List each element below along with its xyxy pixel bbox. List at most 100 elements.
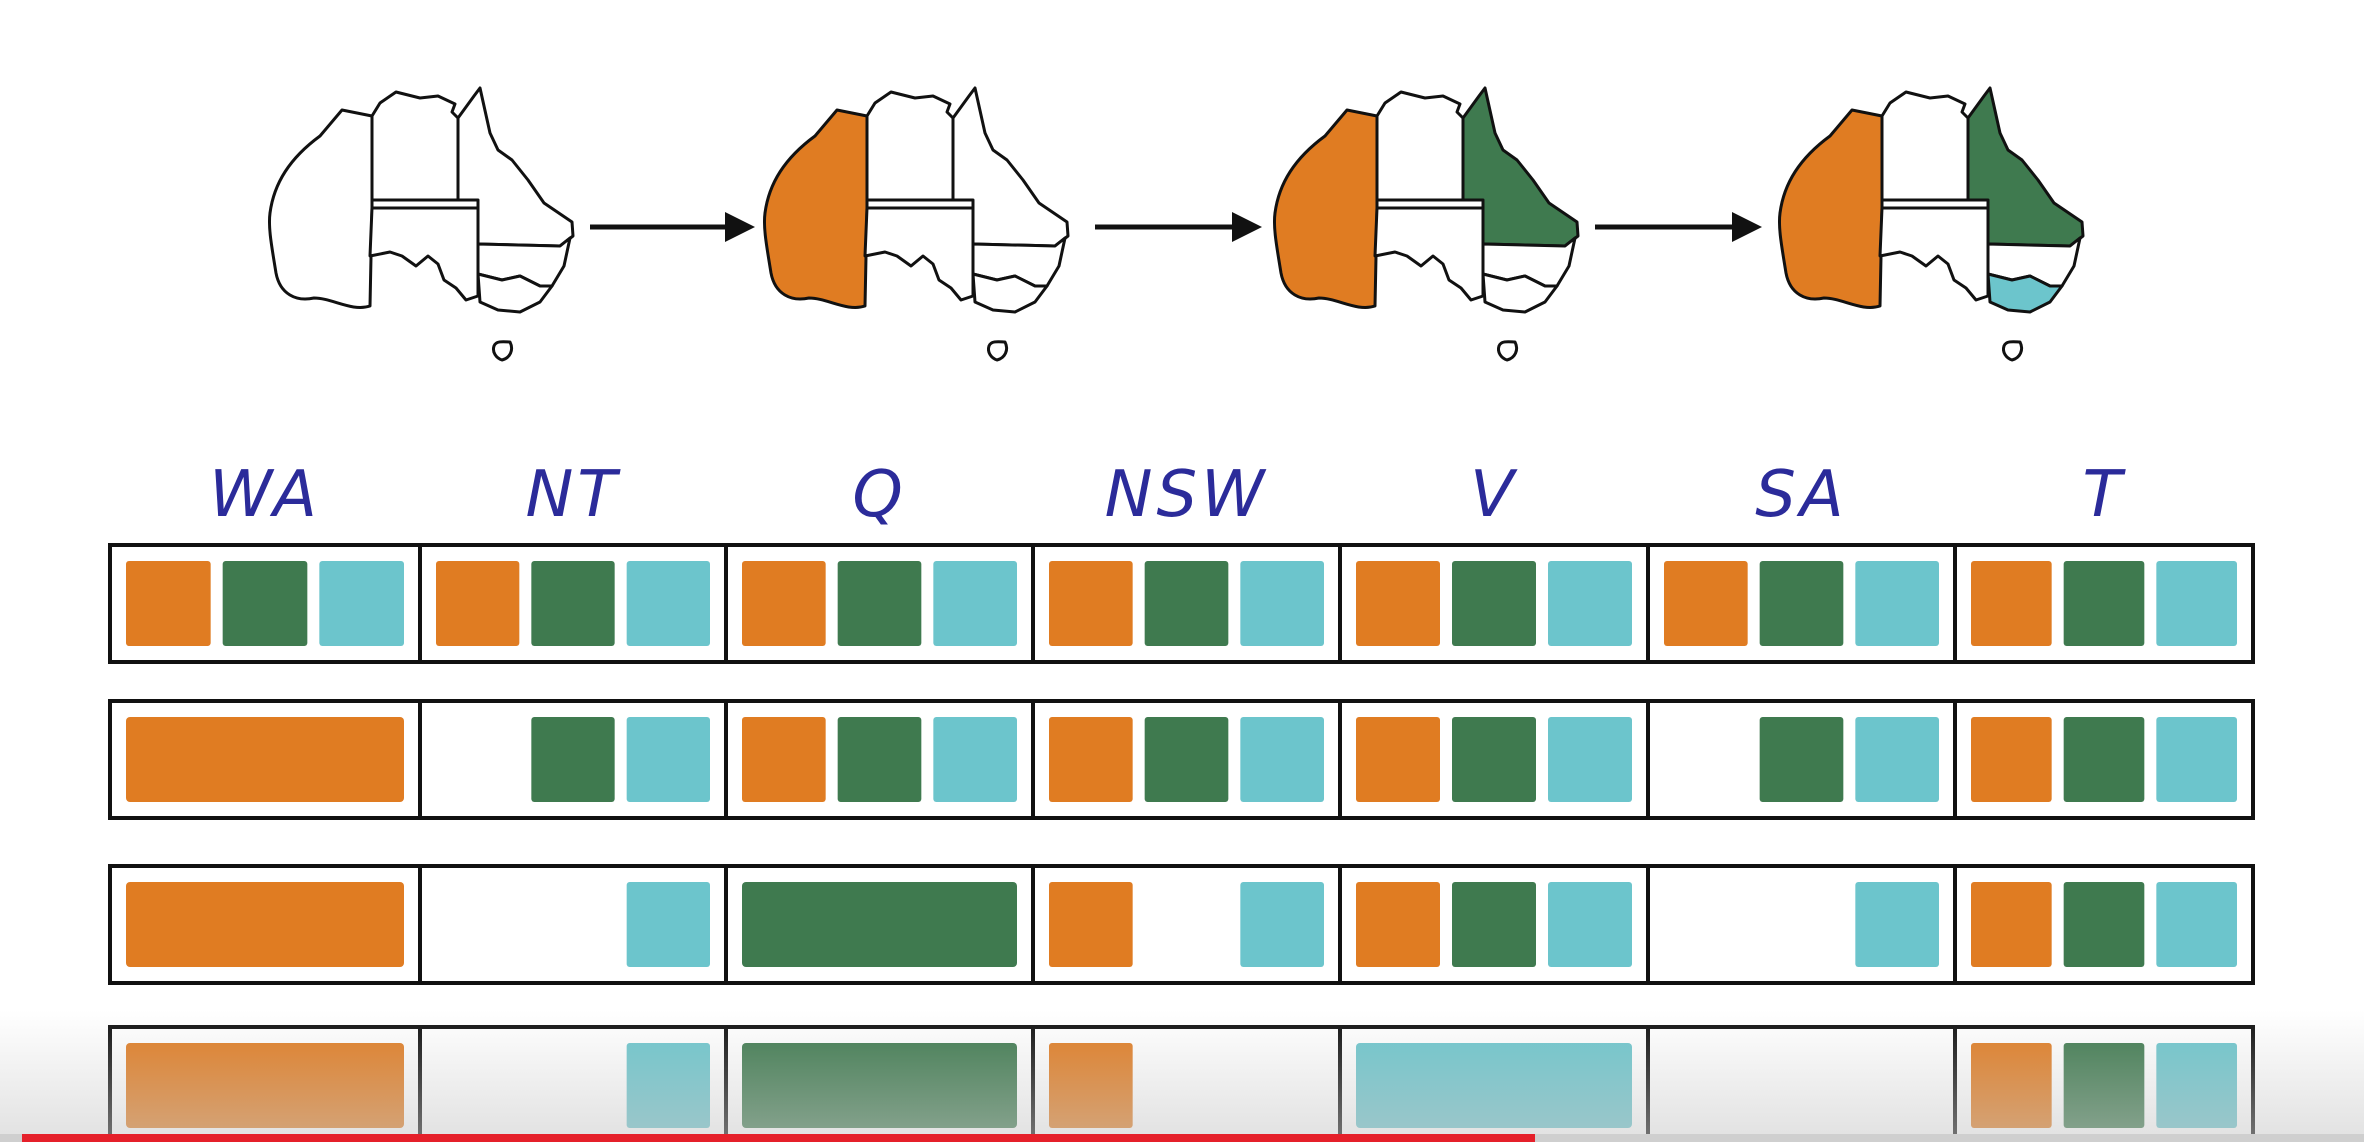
map-region-nt xyxy=(865,90,955,202)
domain-row-2 xyxy=(108,699,2255,820)
cell-wa-option-orange xyxy=(126,561,211,646)
cell-v-option-orange xyxy=(1356,882,1440,967)
map-region-sa xyxy=(1373,206,1485,302)
cell-sa-option-cyan xyxy=(1855,561,1939,646)
step-arrowhead-1 xyxy=(725,212,755,242)
step-arrowhead-3 xyxy=(1732,212,1762,242)
domain-row-4 xyxy=(108,1025,2255,1142)
column-label-wa: WA xyxy=(209,458,321,532)
cell-sa-option-cyan xyxy=(1855,882,1939,967)
cell-q-option-cyan xyxy=(933,717,1017,802)
map-region-v xyxy=(1481,272,1559,314)
column-label-v: V xyxy=(1470,458,1518,532)
australia-map-step-3 xyxy=(1273,86,1580,362)
cell-t-option-orange xyxy=(1971,561,2052,646)
cell-nsw-option-cyan xyxy=(1240,561,1324,646)
video-progress-fill xyxy=(22,1134,1535,1142)
cell-q-assigned-green xyxy=(742,1043,1017,1128)
cell-nsw-option-orange xyxy=(1049,882,1133,967)
column-label-q: Q xyxy=(852,458,907,532)
cell-v-option-orange xyxy=(1356,717,1440,802)
cell-sa-option-green xyxy=(1759,717,1844,802)
cell-sa-option-green xyxy=(1759,561,1844,646)
cell-nt-option-cyan xyxy=(626,561,710,646)
column-label-nsw: NSW xyxy=(1104,458,1269,532)
video-progress-track[interactable] xyxy=(0,1134,2364,1142)
cell-v-option-cyan xyxy=(1548,717,1632,802)
cell-nt-option-green xyxy=(531,717,615,802)
cell-t-option-cyan xyxy=(2156,561,2237,646)
cell-v-option-green xyxy=(1452,561,1536,646)
cell-t-option-orange xyxy=(1971,882,2052,967)
cell-nt-option-green xyxy=(531,561,615,646)
cell-wa-assigned-orange xyxy=(126,717,404,802)
map-region-sa xyxy=(1878,206,1990,302)
cell-sa-option-cyan xyxy=(1855,717,1939,802)
map-region-v xyxy=(971,272,1049,314)
cell-v-assigned-cyan xyxy=(1356,1043,1632,1128)
map-region-wa xyxy=(763,108,869,309)
cell-q-option-orange xyxy=(742,717,826,802)
cell-wa-assigned-orange xyxy=(126,1043,404,1128)
cell-t-option-green xyxy=(2063,1043,2145,1128)
cell-sa-option-orange xyxy=(1664,561,1748,646)
australia-map-step-4 xyxy=(1778,86,2085,362)
domain-row-1 xyxy=(108,543,2255,664)
cell-v-option-cyan xyxy=(1548,561,1632,646)
cell-t-option-green xyxy=(2063,717,2145,802)
cell-nsw-option-orange xyxy=(1049,1043,1133,1128)
cell-nt-option-cyan xyxy=(626,1043,710,1128)
step-arrowhead-2 xyxy=(1232,212,1262,242)
column-label-sa: SA xyxy=(1755,458,1848,532)
cell-t-option-green xyxy=(2063,882,2145,967)
cell-q-option-green xyxy=(837,561,922,646)
cell-q-option-green xyxy=(837,717,922,802)
cell-t-option-orange xyxy=(1971,1043,2052,1128)
map-sequence xyxy=(268,86,2085,362)
cell-t-option-orange xyxy=(1971,717,2052,802)
cell-wa-option-cyan xyxy=(319,561,404,646)
map-region-t xyxy=(492,340,514,362)
cell-t-option-cyan xyxy=(2156,1043,2237,1128)
map-region-t xyxy=(2002,340,2024,362)
cell-nsw-option-orange xyxy=(1049,717,1133,802)
cell-t-option-green xyxy=(2063,561,2145,646)
australia-map-step-1 xyxy=(268,86,575,362)
cell-t-option-cyan xyxy=(2156,882,2237,967)
cell-v-option-green xyxy=(1452,717,1536,802)
map-region-wa xyxy=(268,108,374,309)
map-region-t xyxy=(1497,340,1519,362)
row-frame xyxy=(108,1025,2255,1142)
cell-q-assigned-green xyxy=(742,882,1017,967)
cell-q-option-orange xyxy=(742,561,826,646)
map-region-v xyxy=(1986,272,2064,314)
cell-t-option-cyan xyxy=(2156,717,2237,802)
cell-nsw-option-orange xyxy=(1049,561,1133,646)
map-region-sa xyxy=(863,206,975,302)
cell-v-option-green xyxy=(1452,882,1536,967)
cell-nsw-option-green xyxy=(1144,561,1229,646)
domain-row-3 xyxy=(108,864,2255,985)
map-region-v xyxy=(476,272,554,314)
australia-map-step-2 xyxy=(763,86,1070,362)
column-label-nt: NT xyxy=(525,458,621,532)
map-region-wa xyxy=(1778,108,1884,309)
map-region-nt xyxy=(1880,90,1970,202)
cell-nsw-option-cyan xyxy=(1240,717,1324,802)
map-region-wa xyxy=(1273,108,1379,309)
cell-v-option-cyan xyxy=(1548,882,1632,967)
cell-nt-option-cyan xyxy=(626,882,710,967)
cell-nt-option-orange xyxy=(436,561,520,646)
map-region-nt xyxy=(1375,90,1465,202)
cell-v-option-orange xyxy=(1356,561,1440,646)
cell-wa-option-green xyxy=(222,561,308,646)
cell-nt-option-cyan xyxy=(626,717,710,802)
cell-q-option-cyan xyxy=(933,561,1017,646)
cell-wa-assigned-orange xyxy=(126,882,404,967)
map-region-sa xyxy=(368,206,480,302)
map-region-nt xyxy=(370,90,460,202)
map-region-t xyxy=(987,340,1009,362)
